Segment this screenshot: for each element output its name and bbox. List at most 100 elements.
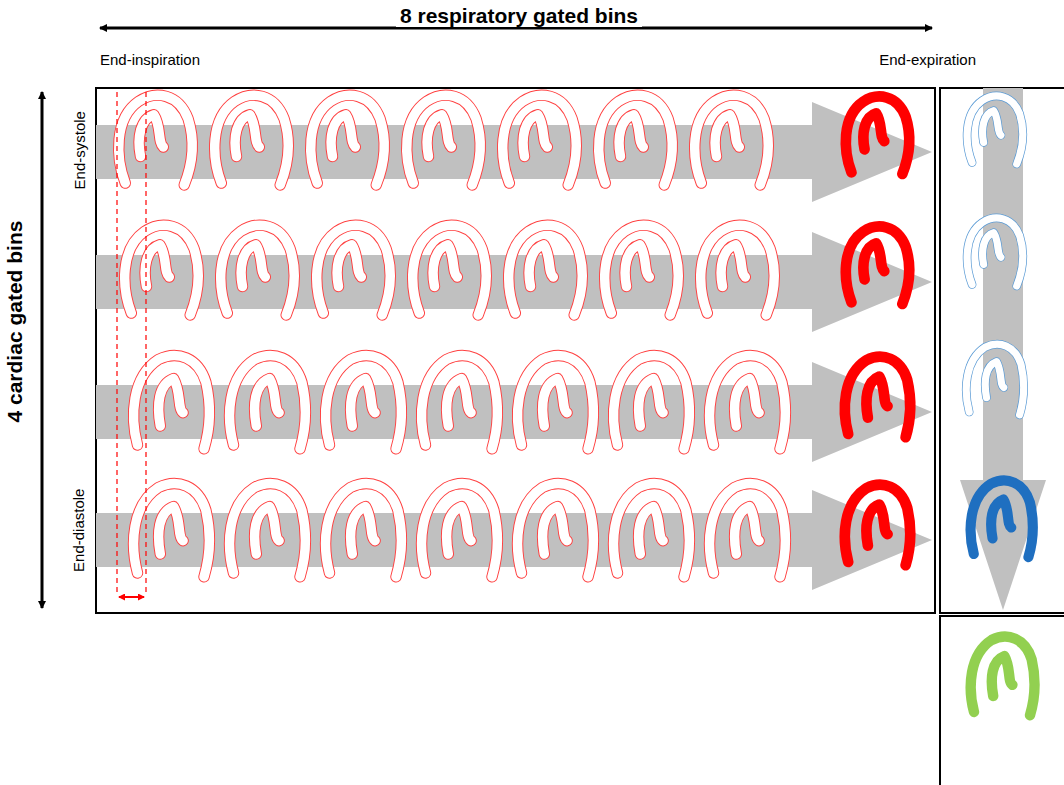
heart-edge bbox=[407, 95, 480, 185]
heart-inner bbox=[119, 95, 192, 185]
outline-heart bbox=[967, 96, 1023, 164]
heart-fill bbox=[846, 227, 909, 304]
heart-edge bbox=[518, 356, 594, 449]
outline-heart bbox=[407, 95, 480, 185]
heart-edge bbox=[967, 96, 1023, 164]
heart-inner bbox=[134, 484, 210, 577]
heart-inner bbox=[614, 484, 690, 577]
heart-fill bbox=[846, 97, 909, 174]
outline-heart bbox=[326, 484, 402, 577]
heart-edge bbox=[422, 484, 498, 577]
heart-edge bbox=[966, 344, 1023, 415]
heart-fill bbox=[971, 481, 1033, 558]
heart-inner bbox=[413, 225, 486, 315]
heart-edge bbox=[134, 356, 210, 449]
heart-inner bbox=[599, 95, 672, 185]
heart-inner bbox=[221, 225, 294, 315]
outline-heart bbox=[518, 484, 594, 577]
heart-inner bbox=[509, 225, 582, 315]
heart-edge bbox=[311, 95, 384, 185]
heart-fill bbox=[971, 637, 1035, 716]
heart-inner bbox=[326, 356, 402, 449]
outline-heart bbox=[422, 484, 498, 577]
heart-inner bbox=[311, 95, 384, 185]
filled-heart bbox=[846, 227, 909, 304]
filled-heart bbox=[971, 481, 1033, 558]
heart-inner bbox=[967, 218, 1023, 286]
cardiac-axis-arrow bbox=[41, 92, 44, 608]
outline-heart bbox=[422, 356, 498, 449]
heart-inner bbox=[422, 356, 498, 449]
heart-fill bbox=[845, 357, 910, 437]
heart-inner bbox=[695, 95, 768, 185]
heart-edge bbox=[599, 95, 672, 185]
heart-edge bbox=[119, 95, 192, 185]
heart-inner bbox=[230, 356, 306, 449]
axis-label: End-expiration bbox=[879, 52, 976, 69]
result-panel bbox=[940, 616, 1064, 785]
heart-edge bbox=[326, 356, 402, 449]
heart-edge bbox=[614, 484, 690, 577]
heart-edge bbox=[230, 484, 306, 577]
outline-heart bbox=[311, 95, 384, 185]
heart-inner bbox=[614, 356, 690, 449]
heart-edge bbox=[230, 356, 306, 449]
heart-inner bbox=[710, 356, 786, 449]
heart-inner bbox=[134, 356, 210, 449]
outline-heart bbox=[614, 356, 690, 449]
outline-heart bbox=[695, 95, 768, 185]
heart-inner bbox=[215, 95, 288, 185]
outline-heart bbox=[966, 344, 1023, 415]
outline-heart bbox=[134, 484, 210, 577]
dashed-guide bbox=[116, 92, 117, 596]
outline-heart bbox=[967, 218, 1023, 286]
heart-edge bbox=[509, 225, 582, 315]
filled-heart bbox=[971, 637, 1035, 716]
axis-label: 8 respiratory gated bins bbox=[396, 4, 642, 27]
outline-heart bbox=[119, 95, 192, 185]
heart-edge bbox=[215, 95, 288, 185]
heart-edge bbox=[125, 225, 198, 315]
outline-heart bbox=[317, 225, 390, 315]
filled-heart bbox=[845, 485, 910, 565]
heart-edge bbox=[710, 356, 786, 449]
heart-edge bbox=[710, 484, 786, 577]
heart-edge bbox=[422, 356, 498, 449]
heart-edge bbox=[605, 225, 678, 315]
heart-edge bbox=[134, 484, 210, 577]
axis-label-vertical: 4 cardiac gated bins bbox=[3, 221, 26, 423]
filled-heart bbox=[846, 97, 909, 174]
heart-edge bbox=[695, 95, 768, 185]
outline-heart bbox=[509, 225, 582, 315]
heart-edge bbox=[326, 484, 402, 577]
heart-inner bbox=[317, 225, 390, 315]
outline-heart bbox=[599, 95, 672, 185]
heart-inner bbox=[966, 344, 1023, 415]
main-panel bbox=[96, 88, 935, 613]
heart-inner bbox=[503, 95, 576, 185]
heart-edge bbox=[503, 95, 576, 185]
heart-edge bbox=[967, 218, 1023, 286]
heart-inner bbox=[701, 225, 774, 315]
heart-inner bbox=[230, 484, 306, 577]
cardiac-panel bbox=[940, 88, 1064, 613]
outline-heart bbox=[134, 356, 210, 449]
heart-inner bbox=[407, 95, 480, 185]
axis-label: End-inspiration bbox=[100, 52, 200, 69]
outline-heart bbox=[326, 356, 402, 449]
heart-inner bbox=[125, 225, 198, 315]
outline-heart bbox=[701, 225, 774, 315]
heart-edge bbox=[701, 225, 774, 315]
filled-heart bbox=[845, 357, 910, 437]
outline-heart bbox=[230, 356, 306, 449]
shift-arrow bbox=[119, 596, 144, 598]
dashed-guide bbox=[145, 92, 146, 596]
heart-inner bbox=[518, 484, 594, 577]
outline-heart bbox=[518, 356, 594, 449]
outline-heart bbox=[215, 95, 288, 185]
outline-heart bbox=[230, 484, 306, 577]
heart-inner bbox=[326, 484, 402, 577]
axis-label-vertical: End-diastole bbox=[72, 488, 89, 571]
outline-heart bbox=[413, 225, 486, 315]
